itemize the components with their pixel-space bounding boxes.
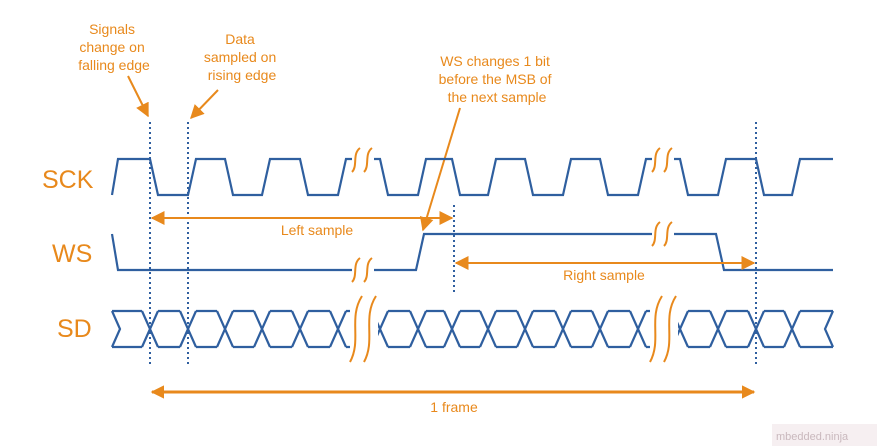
- break-mark-sck-1: [351, 147, 374, 173]
- break-mark-sck-2: [651, 147, 674, 173]
- sd-bit-transition: [290, 310, 310, 348]
- falling-edge-pointer: [127, 75, 149, 118]
- sd-bit-transition: [782, 310, 802, 348]
- sd-bit-transition: [746, 310, 766, 348]
- rising-edge-line-3: rising edge: [208, 67, 277, 83]
- sd-bit-transition: [178, 310, 198, 348]
- sd-bit-transition: [708, 310, 728, 348]
- sd-bit-transition: [553, 310, 573, 348]
- falling-edge-line-2: change on: [79, 39, 144, 55]
- rising-edge-line-1: Data: [225, 31, 255, 47]
- ws-change-line-3: the next sample: [448, 89, 547, 105]
- sd-bit-transition: [590, 310, 610, 348]
- left-sample-label: Left sample: [281, 222, 354, 238]
- sd-bit-transition: [215, 310, 235, 348]
- watermark: mbedded.ninja: [776, 431, 849, 443]
- falling-edge-line-3: falling edge: [78, 57, 150, 73]
- sd-bit-transition: [442, 310, 462, 348]
- sck-waveform: [110, 157, 833, 197]
- watermark-background: [772, 424, 877, 446]
- rising-edge-line-2: sampled on: [204, 49, 276, 65]
- break-mark-sd-1: [349, 294, 378, 364]
- ws-waveform: [110, 232, 833, 272]
- sd-bit-transition: [328, 310, 348, 348]
- falling-edge-line-1: Signals: [89, 21, 135, 37]
- sd-bit-transition: [252, 310, 272, 348]
- sd-label: SD: [57, 315, 92, 343]
- sd-bit-transition: [515, 310, 535, 348]
- ws-label: WS: [52, 240, 92, 268]
- sd-bit-transition: [478, 310, 498, 348]
- ws-change-pointer: [419, 107, 461, 232]
- rising-edge-annotation: Data sampled on rising edge: [204, 31, 280, 83]
- ws-change-annotation: WS changes 1 bit before the MSB of the n…: [439, 53, 556, 105]
- sd-bit-transition: [408, 310, 428, 348]
- break-mark-ws-2: [651, 221, 674, 247]
- break-mark-sd-2: [649, 294, 678, 364]
- rising-edge-pointer: [190, 89, 219, 120]
- falling-edge-annotation: Signals change on falling edge: [78, 21, 150, 73]
- right-sample-label: Right sample: [563, 267, 645, 283]
- ws-change-line-2: before the MSB of: [439, 71, 552, 87]
- sd-bit-transition: [110, 310, 122, 348]
- sck-label: SCK: [42, 166, 94, 194]
- ws-change-line-1: WS changes 1 bit: [440, 53, 550, 69]
- sd-bit-transition: [140, 310, 160, 348]
- sd-bit-transition: [823, 310, 835, 348]
- sd-bit-transition: [628, 310, 648, 348]
- break-mark-ws-1: [351, 257, 374, 283]
- sd-waveform: [110, 309, 835, 349]
- frame-label: 1 frame: [430, 399, 478, 415]
